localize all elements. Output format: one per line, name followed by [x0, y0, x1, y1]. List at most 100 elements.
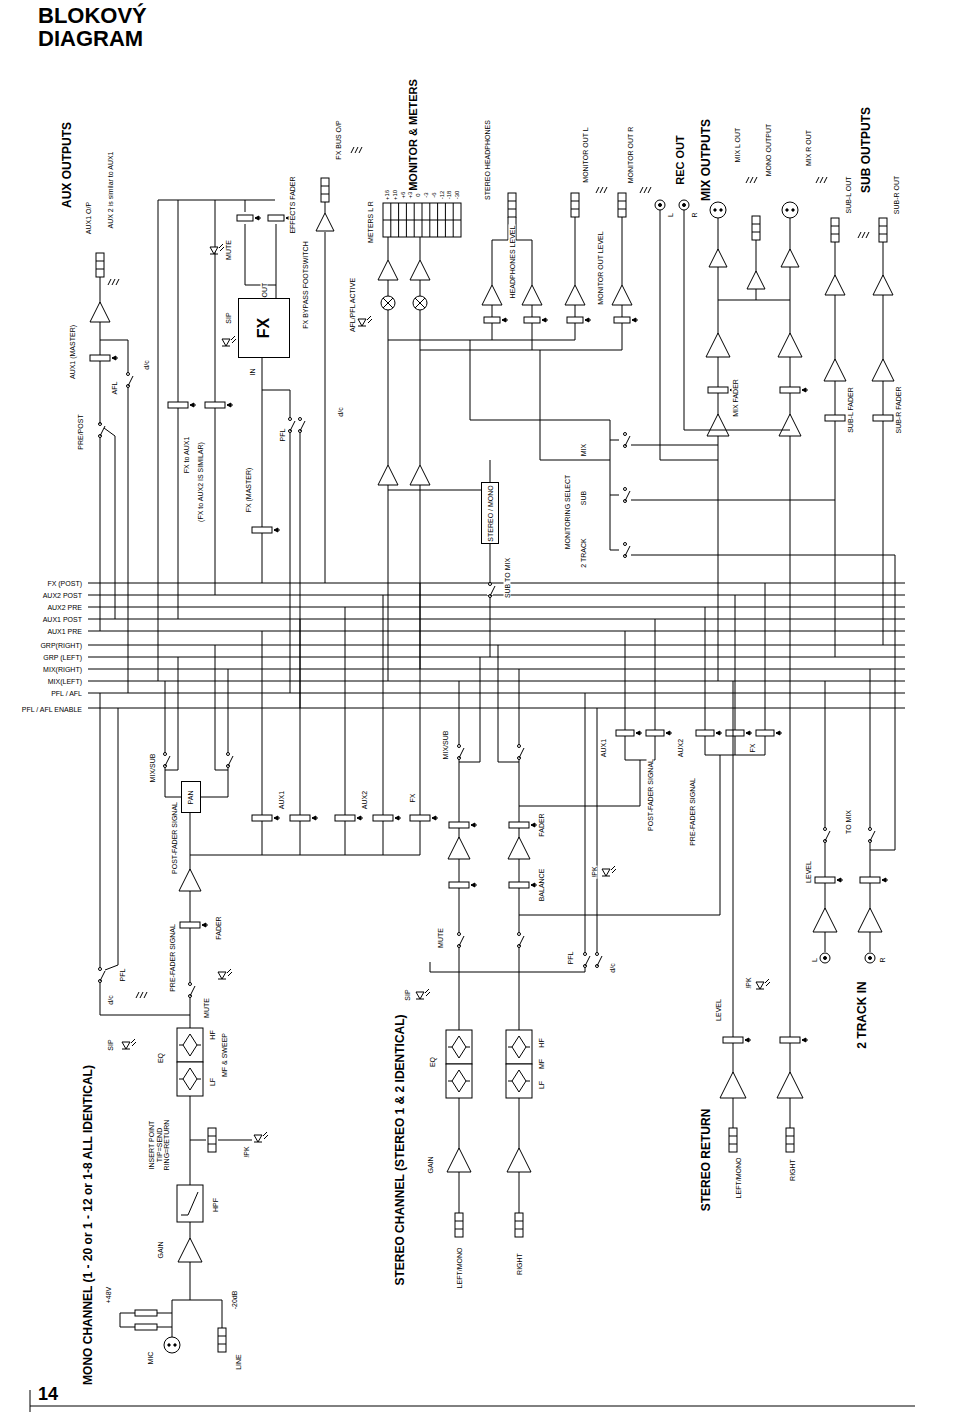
signal-label: MONITOR OUT LEVEL: [597, 230, 604, 305]
xlr-pin: [792, 209, 794, 211]
signal-label: GAIN: [427, 1155, 434, 1174]
wire: [88, 631, 905, 632]
fader-arrow: [746, 731, 750, 735]
wire: [264, 1135, 268, 1139]
wire: [208, 1136, 216, 1137]
signal-label: TO MIX: [845, 809, 852, 835]
wire: [883, 242, 884, 645]
wire: [228, 756, 233, 766]
xlr-symbol: [164, 1337, 180, 1353]
wire: [508, 209, 516, 210]
amplifier-symbol: [612, 285, 632, 305]
signal-label: LEFT/MONO: [735, 1157, 742, 1200]
led-symbol: [602, 869, 610, 876]
signal-label: d/c: [609, 962, 616, 973]
eq-section: [446, 1064, 472, 1098]
fader-symbol: [815, 877, 835, 883]
wire: [831, 234, 839, 235]
switch-gap: [97, 970, 103, 980]
wire: [879, 226, 887, 227]
switch-gap: [622, 435, 628, 445]
wire: [218, 979, 226, 980]
wire: [128, 376, 133, 386]
wire: [425, 989, 429, 993]
wire: [157, 1327, 172, 1328]
amplifier-symbol: [565, 285, 585, 305]
led-symbol: [756, 982, 764, 989]
meter-box: [383, 203, 461, 237]
signal-label: AUX2: [361, 790, 368, 810]
fader-arrow: [202, 923, 206, 927]
led-symbol: [222, 339, 230, 346]
wiring-group: [30, 147, 915, 1412]
wire: [602, 876, 610, 877]
bus-name: AUX1 POST: [42, 616, 83, 623]
xlr-pin: [720, 209, 722, 211]
fader-arrow: [802, 1038, 806, 1042]
wire: [276, 224, 277, 298]
wire: [459, 745, 460, 1213]
signal-label: LEVEL: [715, 998, 722, 1022]
wire: [321, 186, 329, 187]
wire: [765, 979, 769, 983]
signal-label: EQ: [429, 1056, 436, 1068]
section-heading: MONITOR & METERS: [408, 78, 419, 192]
switch-contact: [869, 828, 872, 831]
wire: [220, 247, 224, 251]
wire: [515, 1229, 523, 1230]
wire: [790, 218, 791, 669]
wire: [420, 237, 421, 260]
switch-gap: [456, 935, 462, 945]
wire: [231, 336, 235, 340]
xlr-pin: [168, 1344, 170, 1346]
bus-name: PFL / AFL: [50, 690, 83, 697]
wire: [490, 544, 491, 657]
section-heading: MONO CHANNEL (1 - 20 or 1 - 12 or 1-8 AL…: [82, 1064, 94, 1386]
switch-gap: [125, 375, 131, 385]
wire: [88, 693, 905, 694]
wire: [618, 209, 626, 210]
signal-label: FADER: [538, 812, 545, 837]
amplifier-symbol: [448, 837, 470, 859]
fader-symbol: [168, 402, 188, 408]
fader-arrow: [837, 878, 841, 882]
fader-symbol: [509, 822, 529, 828]
amplifier-symbol: [447, 1148, 471, 1172]
wire: [228, 972, 232, 976]
section-heading: REC OUT: [675, 134, 686, 186]
switch-gap: [622, 490, 628, 500]
rca-pin: [869, 957, 872, 960]
switch-contact: [596, 953, 599, 956]
rca-pin: [683, 204, 686, 207]
xlr-pin: [786, 209, 788, 211]
jack-symbol: [208, 1128, 216, 1152]
switch-contact: [489, 583, 492, 586]
wire: [157, 1313, 172, 1314]
jack-symbol: [508, 193, 516, 217]
box-label: PAN: [188, 790, 195, 804]
wire: [625, 491, 630, 501]
rca-pin: [824, 957, 827, 960]
fader-arrow: [882, 878, 886, 882]
amplifier-symbol: [813, 908, 837, 932]
wire: [600, 187, 603, 193]
wire: [120, 1327, 135, 1328]
fader-arrow: [395, 816, 399, 820]
signal-label: FX to AUX1: [183, 436, 190, 475]
eq-section: [506, 1064, 532, 1098]
switch-contact: [299, 418, 302, 421]
bus-name: GRP (LEFT): [42, 654, 83, 661]
wire: [181, 1192, 198, 1215]
switch-contact: [518, 745, 521, 748]
signal-label: STEREO HEADPHONES: [484, 119, 491, 201]
switch-contact: [824, 828, 827, 831]
wire: [756, 989, 764, 990]
fader-symbol: [780, 387, 800, 393]
signal-label: HF: [209, 1029, 216, 1040]
wire: [612, 869, 616, 873]
amplifier-symbol: [90, 302, 110, 322]
wire: [644, 187, 647, 193]
signal-label: SUB-R OUT: [893, 175, 900, 216]
fader-arrow: [542, 318, 546, 322]
wire: [179, 1079, 183, 1080]
